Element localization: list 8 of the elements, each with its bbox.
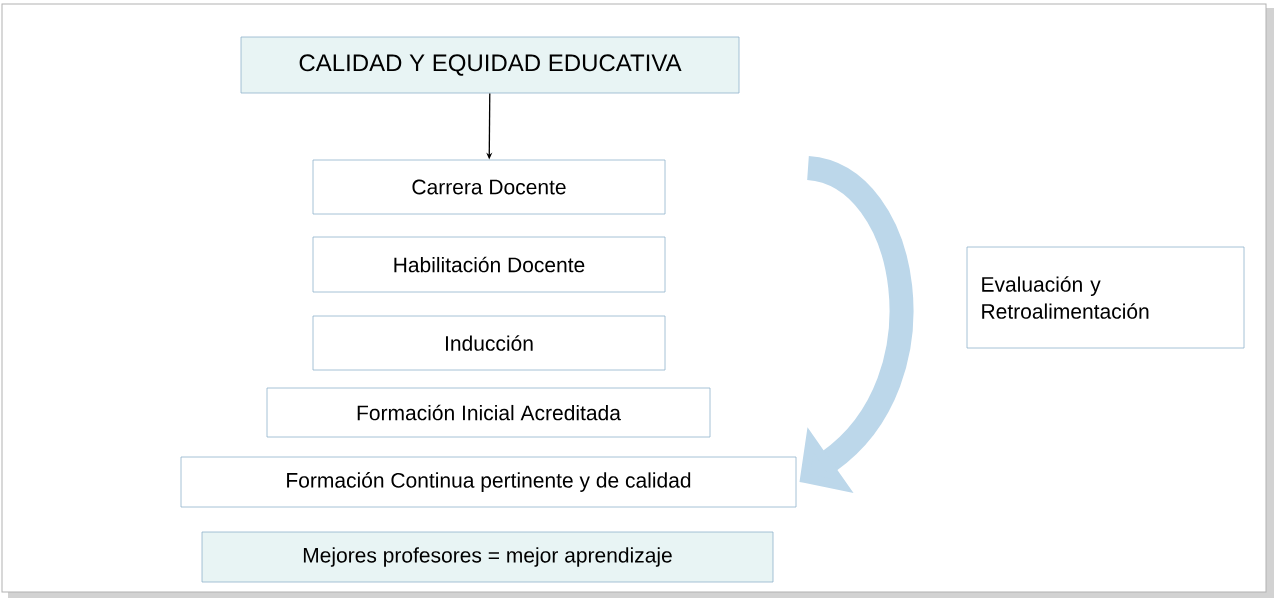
process-box: Formación Continua pertinente y de calidad (180, 456, 797, 508)
note-box: Evaluación y Retroalimentación (966, 246, 1245, 349)
process-box: Habilitación Docente (312, 236, 666, 293)
process-box: CALIDAD Y EQUIDAD EDUCATIVA (240, 36, 740, 94)
process-box: Carrera Docente (312, 159, 666, 215)
process-box: Inducción (312, 315, 666, 371)
process-box: Mejores profesores = mejor aprendizaje (201, 531, 774, 583)
process-box: Formación Inicial Acreditada (266, 387, 711, 438)
